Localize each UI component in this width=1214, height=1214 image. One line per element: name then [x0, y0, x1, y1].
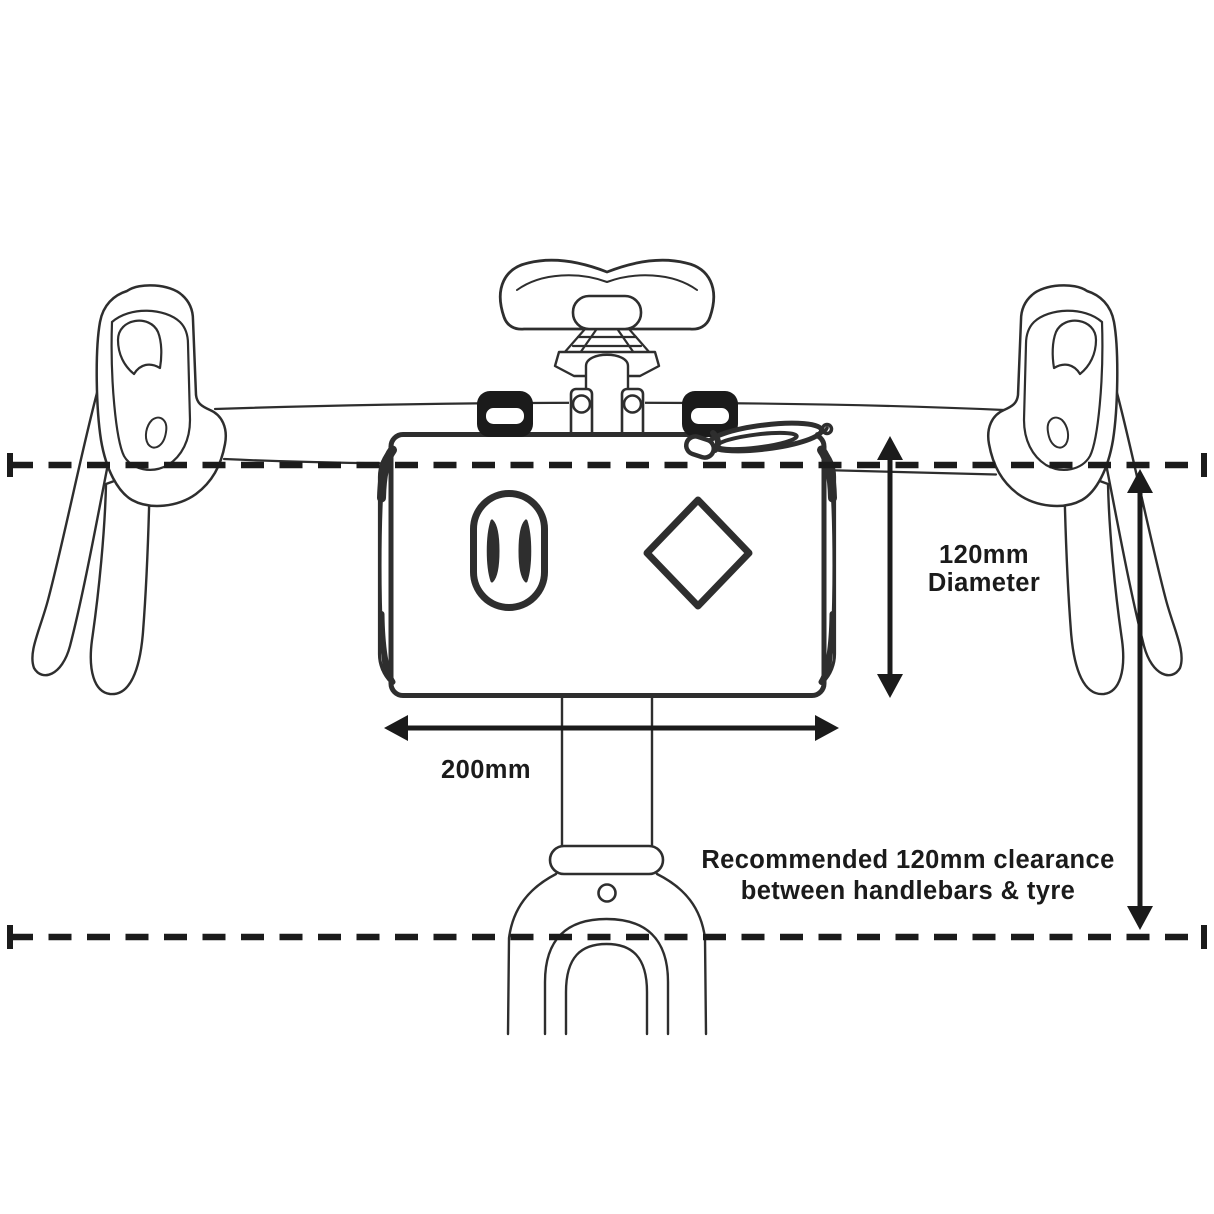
bag-strap-right [682, 391, 738, 437]
left-brake-lever [31, 284, 228, 696]
diameter-label-line2: Diameter [928, 569, 1040, 597]
crown-race-collar [548, 844, 665, 876]
brake-mount-hole [597, 883, 617, 903]
width-arrow [384, 715, 839, 741]
saddle-rails [562, 327, 652, 355]
arrowhead-up [877, 436, 903, 460]
fork-crown-left-edge [506, 872, 558, 1036]
clearance-arrow [1127, 469, 1153, 930]
diameter-label-line1: 120mm [939, 541, 1029, 569]
diameter-label: 120mm Diameter [928, 541, 1040, 597]
right-brake-lever [986, 284, 1183, 696]
bag-cap-fold-top-left [377, 445, 397, 503]
bag-cap-fold-top-right [817, 445, 837, 503]
bag-body [388, 432, 827, 698]
bag-strap-left [477, 391, 533, 437]
stem-bolt-left [571, 394, 592, 414]
arrowhead-down [877, 674, 903, 698]
clearance-label-line2: between handlebars & tyre [741, 877, 1076, 905]
fork [506, 695, 708, 1036]
fork-arch-outer [543, 917, 670, 1036]
bag-drawcord [683, 420, 834, 460]
labels: 120mm Diameter 200mm Recommended 120mm c… [441, 541, 1114, 905]
stem-bolt-right [622, 394, 643, 414]
bottom-clearance-dashed-line [7, 925, 1207, 949]
handlebar-bag [377, 391, 837, 698]
saddle-assembly [498, 258, 716, 439]
fork-arch-inner [564, 942, 649, 1036]
handlebar-bottom-edge-right [820, 468, 998, 476]
arrowhead-down [1127, 906, 1153, 930]
top-clearance-dashed-line [7, 453, 1207, 477]
bag-diamond-logo-icon [643, 496, 753, 610]
arrowhead-right [815, 715, 839, 741]
saddle-top-line [516, 274, 698, 291]
clearance-label-line1: Recommended 120mm clearance [701, 846, 1114, 874]
bag-cap-fold-bottom-left [378, 611, 396, 685]
bag-oval-logo-icon [470, 490, 548, 611]
clearance-label: Recommended 120mm clearance between hand… [701, 846, 1114, 905]
width-label: 200mm [441, 756, 531, 784]
arrowhead-left [384, 715, 408, 741]
saddle-nose [571, 294, 643, 331]
saddle [498, 258, 716, 331]
bag-cap-fold-bottom-right [818, 611, 836, 685]
arrowhead-up [1127, 469, 1153, 493]
diameter-arrow [877, 436, 903, 698]
